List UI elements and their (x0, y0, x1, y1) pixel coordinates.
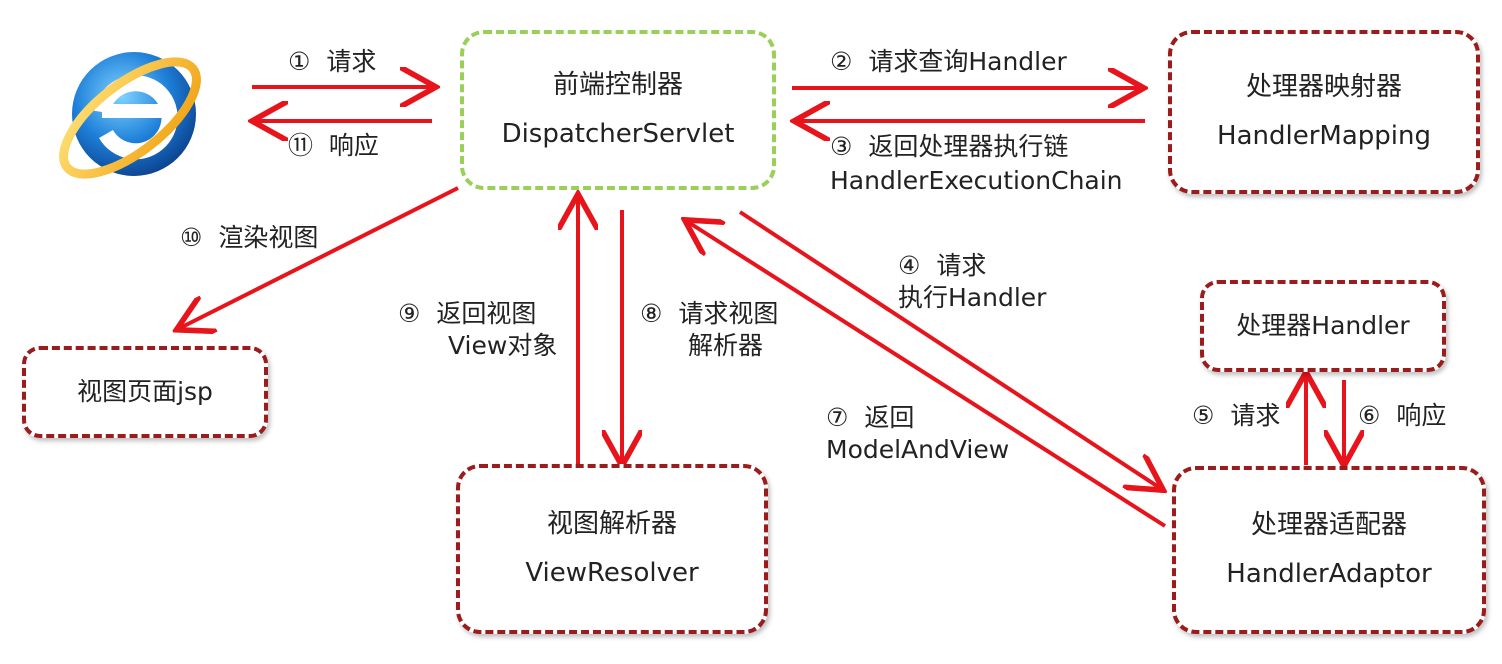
view-page-title: 视图页面jsp (77, 377, 213, 407)
dispatcher-subtitle: DispatcherServlet (501, 119, 735, 149)
label-step-10: ⑩ 渲染视图 (180, 223, 319, 252)
label-step-6: ⑥ 响应 (1358, 401, 1447, 430)
arrow-step-7 (688, 222, 1167, 528)
handler-adaptor-box: 处理器适配器 HandlerAdaptor (1172, 466, 1486, 634)
handler-box: 处理器Handler (1200, 280, 1446, 372)
view-resolver-box: 视图解析器 ViewResolver (456, 464, 768, 634)
label-step-3: ③ 返回处理器执行链 HandlerExecutionChain (830, 132, 1123, 195)
label-step-5: ⑤ 请求 (1192, 401, 1281, 430)
handler-mapping-title: 处理器映射器 (1245, 71, 1402, 102)
view-resolver-title: 视图解析器 (546, 508, 677, 539)
label-step-9: ⑨ 返回视图 View对象 (398, 299, 558, 360)
browser-logo-icon (59, 52, 201, 179)
view-resolver-subtitle: ViewResolver (525, 558, 699, 588)
label-step-1: ① 请求 (288, 47, 377, 76)
label-step-4: ④ 请求 执行Handler (898, 251, 1047, 312)
label-step-8: ⑧ 请求视图 解析器 (640, 299, 779, 360)
label-step-7: ⑦ 返回 ModelAndView (826, 403, 1010, 464)
label-step-2: ② 请求查询Handler (830, 47, 1067, 76)
handler-mapping-subtitle: HandlerMapping (1217, 121, 1431, 151)
handler-adaptor-title: 处理器适配器 (1250, 509, 1407, 540)
dispatcher-title: 前端控制器 (552, 69, 683, 100)
dispatcher-servlet-box: 前端控制器 DispatcherServlet (460, 30, 776, 190)
label-step-11: ⑪ 响应 (288, 131, 379, 160)
handler-title: 处理器Handler (1236, 311, 1410, 341)
handler-mapping-box: 处理器映射器 HandlerMapping (1168, 30, 1480, 194)
arrow-step-4 (738, 210, 1160, 488)
arrow-step-10 (180, 186, 459, 328)
view-page-box: 视图页面jsp (22, 346, 268, 438)
handler-adaptor-subtitle: HandlerAdaptor (1226, 559, 1432, 589)
